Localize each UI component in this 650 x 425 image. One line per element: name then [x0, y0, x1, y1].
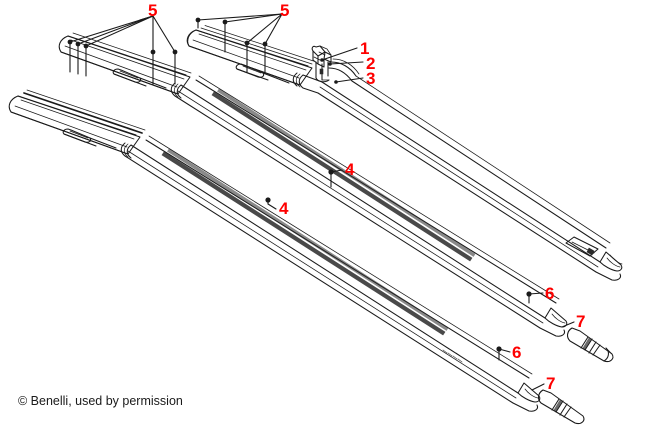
- callout-6a: 6: [545, 284, 555, 303]
- choke-tube-lower: [538, 389, 585, 425]
- copyright-notice: © Benelli, used by permission: [18, 394, 183, 408]
- callout-2: 2: [366, 54, 376, 73]
- rib-texture-lower: [161, 148, 449, 336]
- barrel-stamp-marking: [442, 346, 463, 363]
- leader-group-7a: [561, 321, 575, 328]
- callout-1: 1: [360, 39, 370, 58]
- callout-6b: 6: [512, 343, 522, 362]
- leader-group-7b: [531, 383, 545, 391]
- leader-group-1: [320, 47, 358, 62]
- leader-group-6a: [526, 291, 544, 304]
- leader-group-3: [334, 77, 364, 84]
- leader-group-4b: [265, 197, 277, 210]
- barrel-assembly-lower: [8, 89, 585, 425]
- callout-4a: 4: [345, 160, 355, 179]
- barrel-assembly-upper: [186, 25, 623, 281]
- choke-tube-middle: [567, 327, 614, 363]
- callout-5a: 5: [148, 1, 158, 20]
- barrel-assembly-middle: [58, 32, 614, 363]
- callout-7b: 7: [546, 374, 556, 393]
- leader-group-4a: [328, 169, 343, 188]
- leader-group-5a: [67, 15, 178, 85]
- leader-group-5b: [195, 13, 283, 73]
- rib-texture-middle: [211, 88, 476, 262]
- callout-5b: 5: [280, 1, 290, 20]
- leader-group-2: [328, 61, 364, 66]
- callout-3: 3: [366, 69, 376, 88]
- callout-7a: 7: [576, 312, 586, 331]
- leader-group-6b: [496, 346, 511, 361]
- callout-4b: 4: [279, 199, 289, 218]
